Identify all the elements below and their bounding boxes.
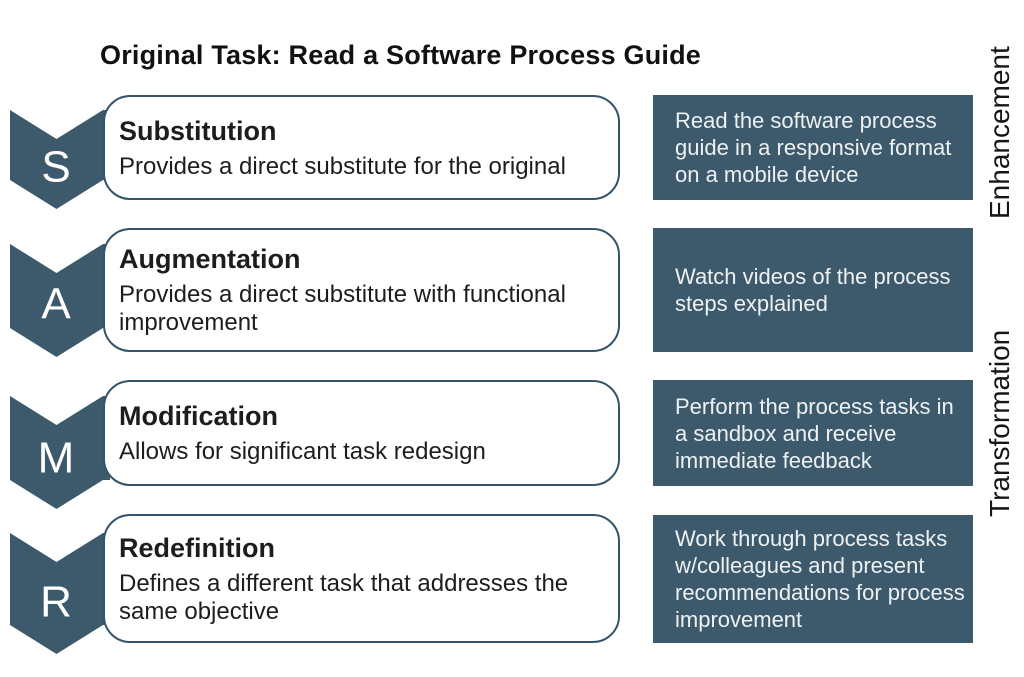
level-card-augmentation: Augmentation Provides a direct substitut… [103,228,620,352]
level-description: Provides a direct substitute for the ori… [119,152,566,180]
task-box-redefinition: Work through process tasks w/colleagues … [653,515,973,643]
level-name: Modification [119,401,278,431]
task-text: Read the software process guide in a res… [675,108,952,187]
task-box-substitution: Read the software process guide in a res… [653,95,973,200]
chevron-letter: A [41,280,71,329]
level-name: Redefinition [119,532,275,563]
task-text: Work through process tasks w/colleagues … [675,526,965,632]
level-description: Provides a direct substitute with functi… [119,281,566,336]
chevron-s-icon: S [10,110,110,209]
chevron-letter: S [41,143,70,192]
level-card-modification: Modification Allows for significant task… [103,380,620,486]
task-box-modification: Perform the process tasks in a sandbox a… [653,380,973,486]
task-box-augmentation: Watch videos of the process steps explai… [653,228,973,352]
page-title: Original Task: Read a Software Process G… [100,40,701,70]
chevron-letter: M [38,434,75,483]
level-card-redefinition: Redefinition Defines a different task th… [103,514,620,643]
level-description: Allows for significant task redesign [119,438,486,465]
level-description: Defines a different task that addresses … [119,569,569,625]
level-card-substitution: Substitution Provides a direct substitut… [103,95,620,200]
task-text: Perform the process tasks in a sandbox a… [675,393,954,473]
chevron-r-icon: R [10,533,110,654]
task-text: Watch videos of the process steps explai… [675,264,951,316]
level-name: Substitution [119,115,277,146]
level-name: Augmentation [119,244,301,274]
chevron-a-icon: A [10,244,110,357]
chevron-m-icon: M [10,396,110,509]
chevron-letter: R [40,578,72,627]
